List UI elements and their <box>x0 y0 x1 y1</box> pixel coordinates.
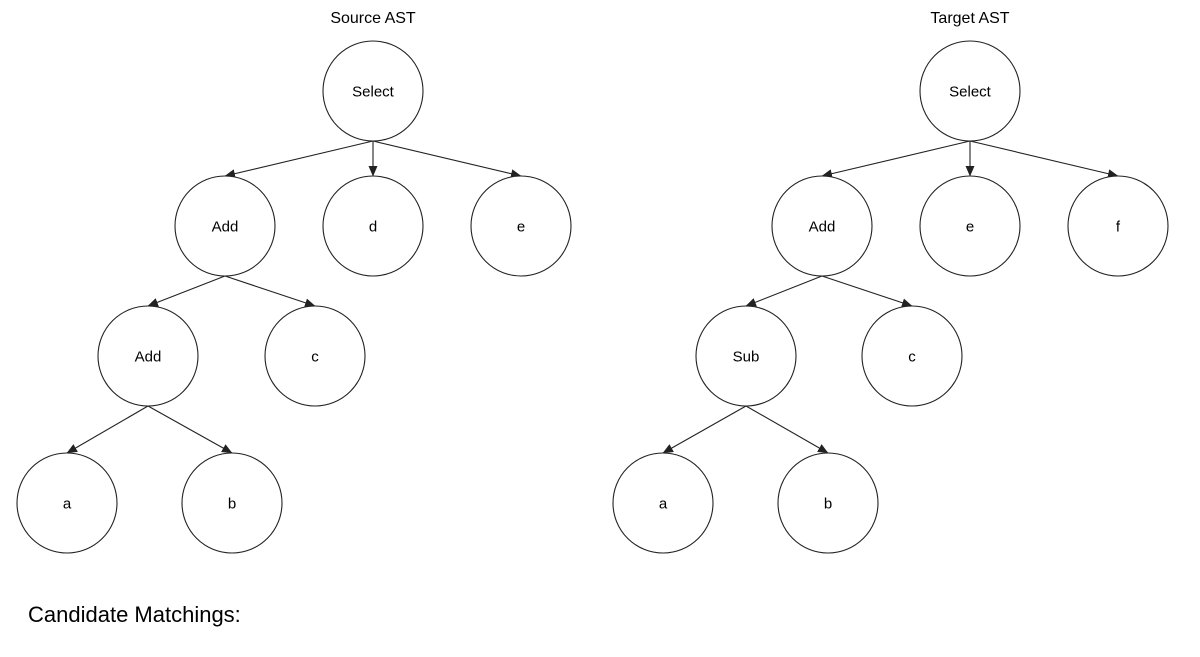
source-ast-title: Source AST <box>330 10 416 27</box>
target-ast-node-label-sub: Sub <box>733 348 760 365</box>
source-ast-node-select <box>322 40 424 142</box>
target-ast-node-label-a: a <box>659 495 668 512</box>
target-ast-edge-select-f <box>969 140 1119 179</box>
source-ast-edge-select-e <box>372 140 522 179</box>
target-ast-node-label-c: c <box>908 348 916 365</box>
source-ast-edge-add1-add2 <box>147 275 226 307</box>
source-ast-node-label-select: Select <box>352 83 395 100</box>
source-ast-node-add2 <box>97 305 199 407</box>
target-ast-node-e <box>919 175 1021 277</box>
source-ast-edge-add2-b <box>147 405 233 454</box>
target-ast-node-c <box>861 305 963 407</box>
target-ast-node-label-b: b <box>824 495 832 512</box>
target-ast-node-f <box>1067 175 1169 277</box>
target-ast-node-b <box>777 452 879 554</box>
source-ast-node-label-b: b <box>228 495 236 512</box>
source-ast-node-label-add1: Add <box>212 218 239 235</box>
target-ast-node-sub <box>695 305 797 407</box>
source-ast-node-b <box>181 452 283 554</box>
source-ast-edge-add1-c <box>224 275 316 308</box>
source-ast-node-a <box>16 452 118 554</box>
target-ast-node-a <box>612 452 714 554</box>
target-ast-node-select <box>919 40 1021 142</box>
target-ast-edge-sub-a <box>662 405 747 454</box>
source-ast-node-label-add2: Add <box>135 348 162 365</box>
target-ast-node-add <box>771 175 873 277</box>
target-ast-node-label-e: e <box>966 218 974 235</box>
target-ast-edge-sub-b <box>745 405 829 454</box>
target-ast-edge-add-sub <box>745 275 823 307</box>
target-ast-node-label-add: Add <box>809 218 836 235</box>
source-ast-node-label-d: d <box>369 218 377 235</box>
target-ast-node-label-select: Select <box>949 83 992 100</box>
source-ast-node-label-e: e <box>517 218 525 235</box>
source-ast-node-e <box>470 175 572 277</box>
target-ast-edge-add-c <box>821 275 913 308</box>
source-ast-node-c <box>264 305 366 407</box>
target-ast-edge-select-add <box>821 140 971 179</box>
target-ast-title: Target AST <box>930 10 1009 27</box>
source-ast-node-label-a: a <box>63 495 72 512</box>
source-ast-node-d <box>322 175 424 277</box>
target-ast-node-label-f: f <box>1116 218 1121 235</box>
source-ast-node-label-c: c <box>311 348 319 365</box>
source-ast-edge-add2-a <box>66 405 149 454</box>
candidate-matchings-label: Candidate Matchings: <box>28 602 241 627</box>
source-ast-edge-select-add1 <box>224 140 374 179</box>
source-ast-node-add1 <box>174 175 276 277</box>
